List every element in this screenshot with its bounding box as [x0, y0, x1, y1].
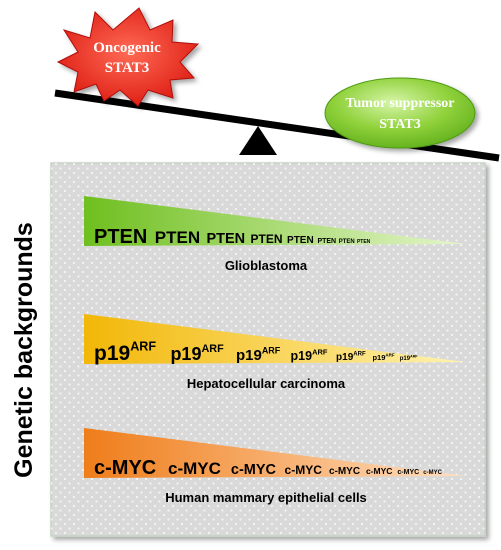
gene-label: PTEN [339, 239, 355, 245]
wedge-shape [84, 428, 466, 478]
gene-label: c-MYC [231, 462, 277, 478]
gene-label: c-MYC [168, 459, 221, 478]
gene-label: c-MYC [94, 457, 156, 479]
gene-label: c-MYC [285, 463, 323, 477]
oncogenic-label-line1: Oncogenic [93, 40, 161, 56]
gene-label: p19ARF [372, 353, 394, 362]
gene-label: c-MYC [329, 466, 360, 477]
gene-label: p19ARF [400, 354, 419, 362]
suppressor-label-line1: Tumor suppressor [345, 96, 454, 111]
starburst-shape [56, 7, 200, 107]
gene-label: c-MYC [397, 469, 419, 476]
gene-label: PTEN [317, 238, 336, 245]
gene-label: PTEN [357, 239, 371, 245]
gene-label: PTEN [287, 235, 314, 246]
wedge-c-myc: c-MYC c-MYC c-MYC c-MYC c-MYC c-MYC c-MYC c-MYC… [84, 428, 466, 505]
wedge-caption: Hepatocellular carcinoma [187, 376, 346, 391]
suppressor-label-line2: STAT3 [379, 117, 421, 132]
wedge-shape [84, 314, 466, 364]
gene-label: PTEN [94, 226, 147, 248]
gene-label: PTEN [251, 232, 283, 246]
gene-label: p19ARF [336, 352, 366, 364]
gene-label: c-MYC [366, 466, 392, 476]
oncogenic-stat3-badge: Oncogenic STAT3 [56, 7, 200, 107]
seesaw-beam [54, 89, 500, 162]
gene-label: PTEN [155, 228, 200, 247]
seesaw-fulcrum [239, 126, 277, 155]
oncogenic-label-line2: STAT3 [105, 60, 149, 76]
gene-label: c-MYC [423, 470, 442, 476]
wedge-caption: Glioblastoma [225, 258, 308, 273]
wedge-caption: Human mammary epithelial cells [165, 490, 367, 505]
tumor-suppressor-stat3-badge: Tumor suppressor STAT3 [324, 77, 476, 149]
gene-label: PTEN [206, 231, 245, 247]
side-label: Genetic backgrounds [10, 222, 38, 478]
suppressor-oval [324, 77, 476, 149]
wedge-shape [84, 196, 466, 246]
